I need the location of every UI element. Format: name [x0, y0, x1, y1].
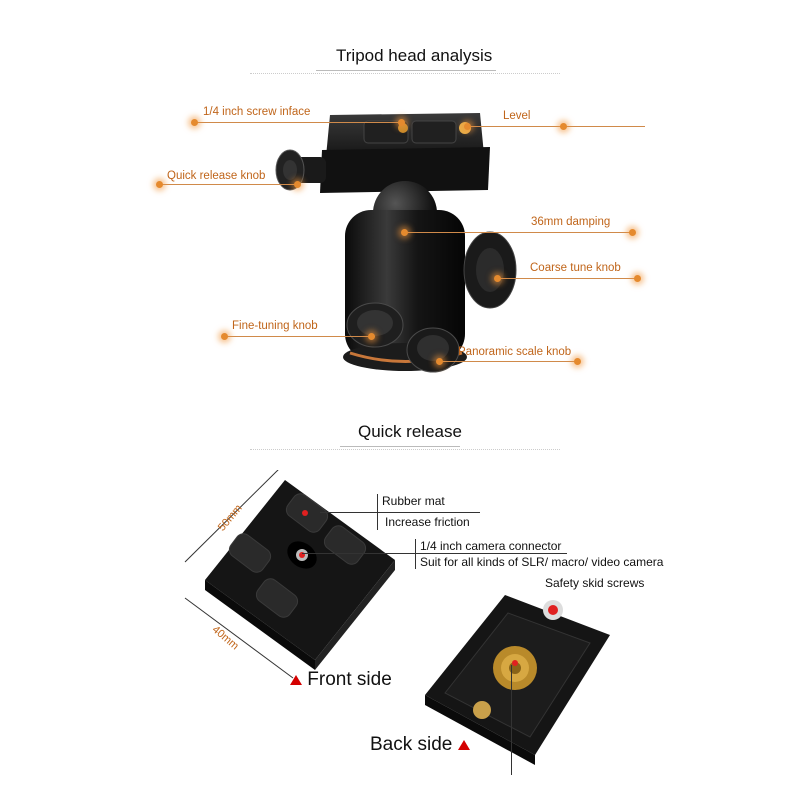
callout-dot — [294, 181, 301, 188]
front-plate-image — [184, 470, 395, 679]
callout-dot — [191, 119, 198, 126]
title-dotted-rule — [250, 73, 560, 74]
title-dotted-rule — [250, 449, 560, 450]
callout-coarse-tune-knob: Coarse tune knob — [530, 262, 621, 274]
pointer-line — [511, 665, 512, 775]
callout-damping: 36mm damping — [531, 216, 611, 228]
leader-line — [470, 126, 645, 127]
callout-quick-release-knob: Quick release knob — [167, 170, 266, 182]
callout-dot — [156, 181, 163, 188]
marker-triangle-icon — [457, 739, 470, 750]
front-side-label: Front side — [290, 669, 392, 691]
back-plate-image — [425, 595, 610, 765]
marker-triangle-icon — [290, 674, 302, 685]
callout-dot — [494, 275, 501, 282]
leader-line — [440, 361, 580, 362]
title-underline — [316, 70, 496, 71]
back-side-label: Back side — [370, 734, 470, 756]
leader-line — [320, 512, 480, 513]
leader-line — [498, 278, 638, 279]
section-title-quick-release: Quick release — [358, 422, 462, 441]
tripod-head-image — [275, 113, 517, 373]
leader-line — [160, 184, 300, 185]
label-suit-for: Suit for all kinds of SLR/ macro/ video … — [420, 555, 664, 569]
callout-screw-interface: 1/4 inch screw inface — [203, 106, 311, 118]
leader-line — [405, 232, 635, 233]
callout-dot — [221, 333, 228, 340]
leader-line — [302, 553, 567, 554]
front-side-text: Front side — [307, 669, 392, 690]
callout-fine-tuning-knob: Fine-tuning knob — [232, 320, 318, 332]
callout-dot — [464, 123, 471, 130]
callout-panoramic-scale-knob: Panoramic scale knob — [458, 346, 572, 358]
title-underline — [340, 446, 460, 447]
callout-dot — [560, 123, 567, 130]
leader-line — [195, 122, 403, 123]
back-side-text: Back side — [370, 734, 453, 755]
label-rubber-mat: Rubber mat — [382, 494, 445, 508]
callout-dot — [634, 275, 641, 282]
callout-dot — [401, 229, 408, 236]
section-title-analysis: Tripod head analysis — [336, 46, 493, 65]
label-camera-connector: 1/4 inch camera connector — [420, 539, 562, 553]
callout-dot — [398, 119, 405, 126]
bracket-line — [415, 539, 416, 569]
label-safety-skid-screws: Safety skid screws — [545, 576, 645, 590]
label-increase-friction: Increase friction — [385, 515, 470, 529]
callout-dot — [368, 333, 375, 340]
callout-dot — [574, 358, 581, 365]
callout-level: Level — [503, 110, 531, 122]
callout-dot — [436, 358, 443, 365]
callout-dot — [629, 229, 636, 236]
leader-line — [225, 336, 375, 337]
